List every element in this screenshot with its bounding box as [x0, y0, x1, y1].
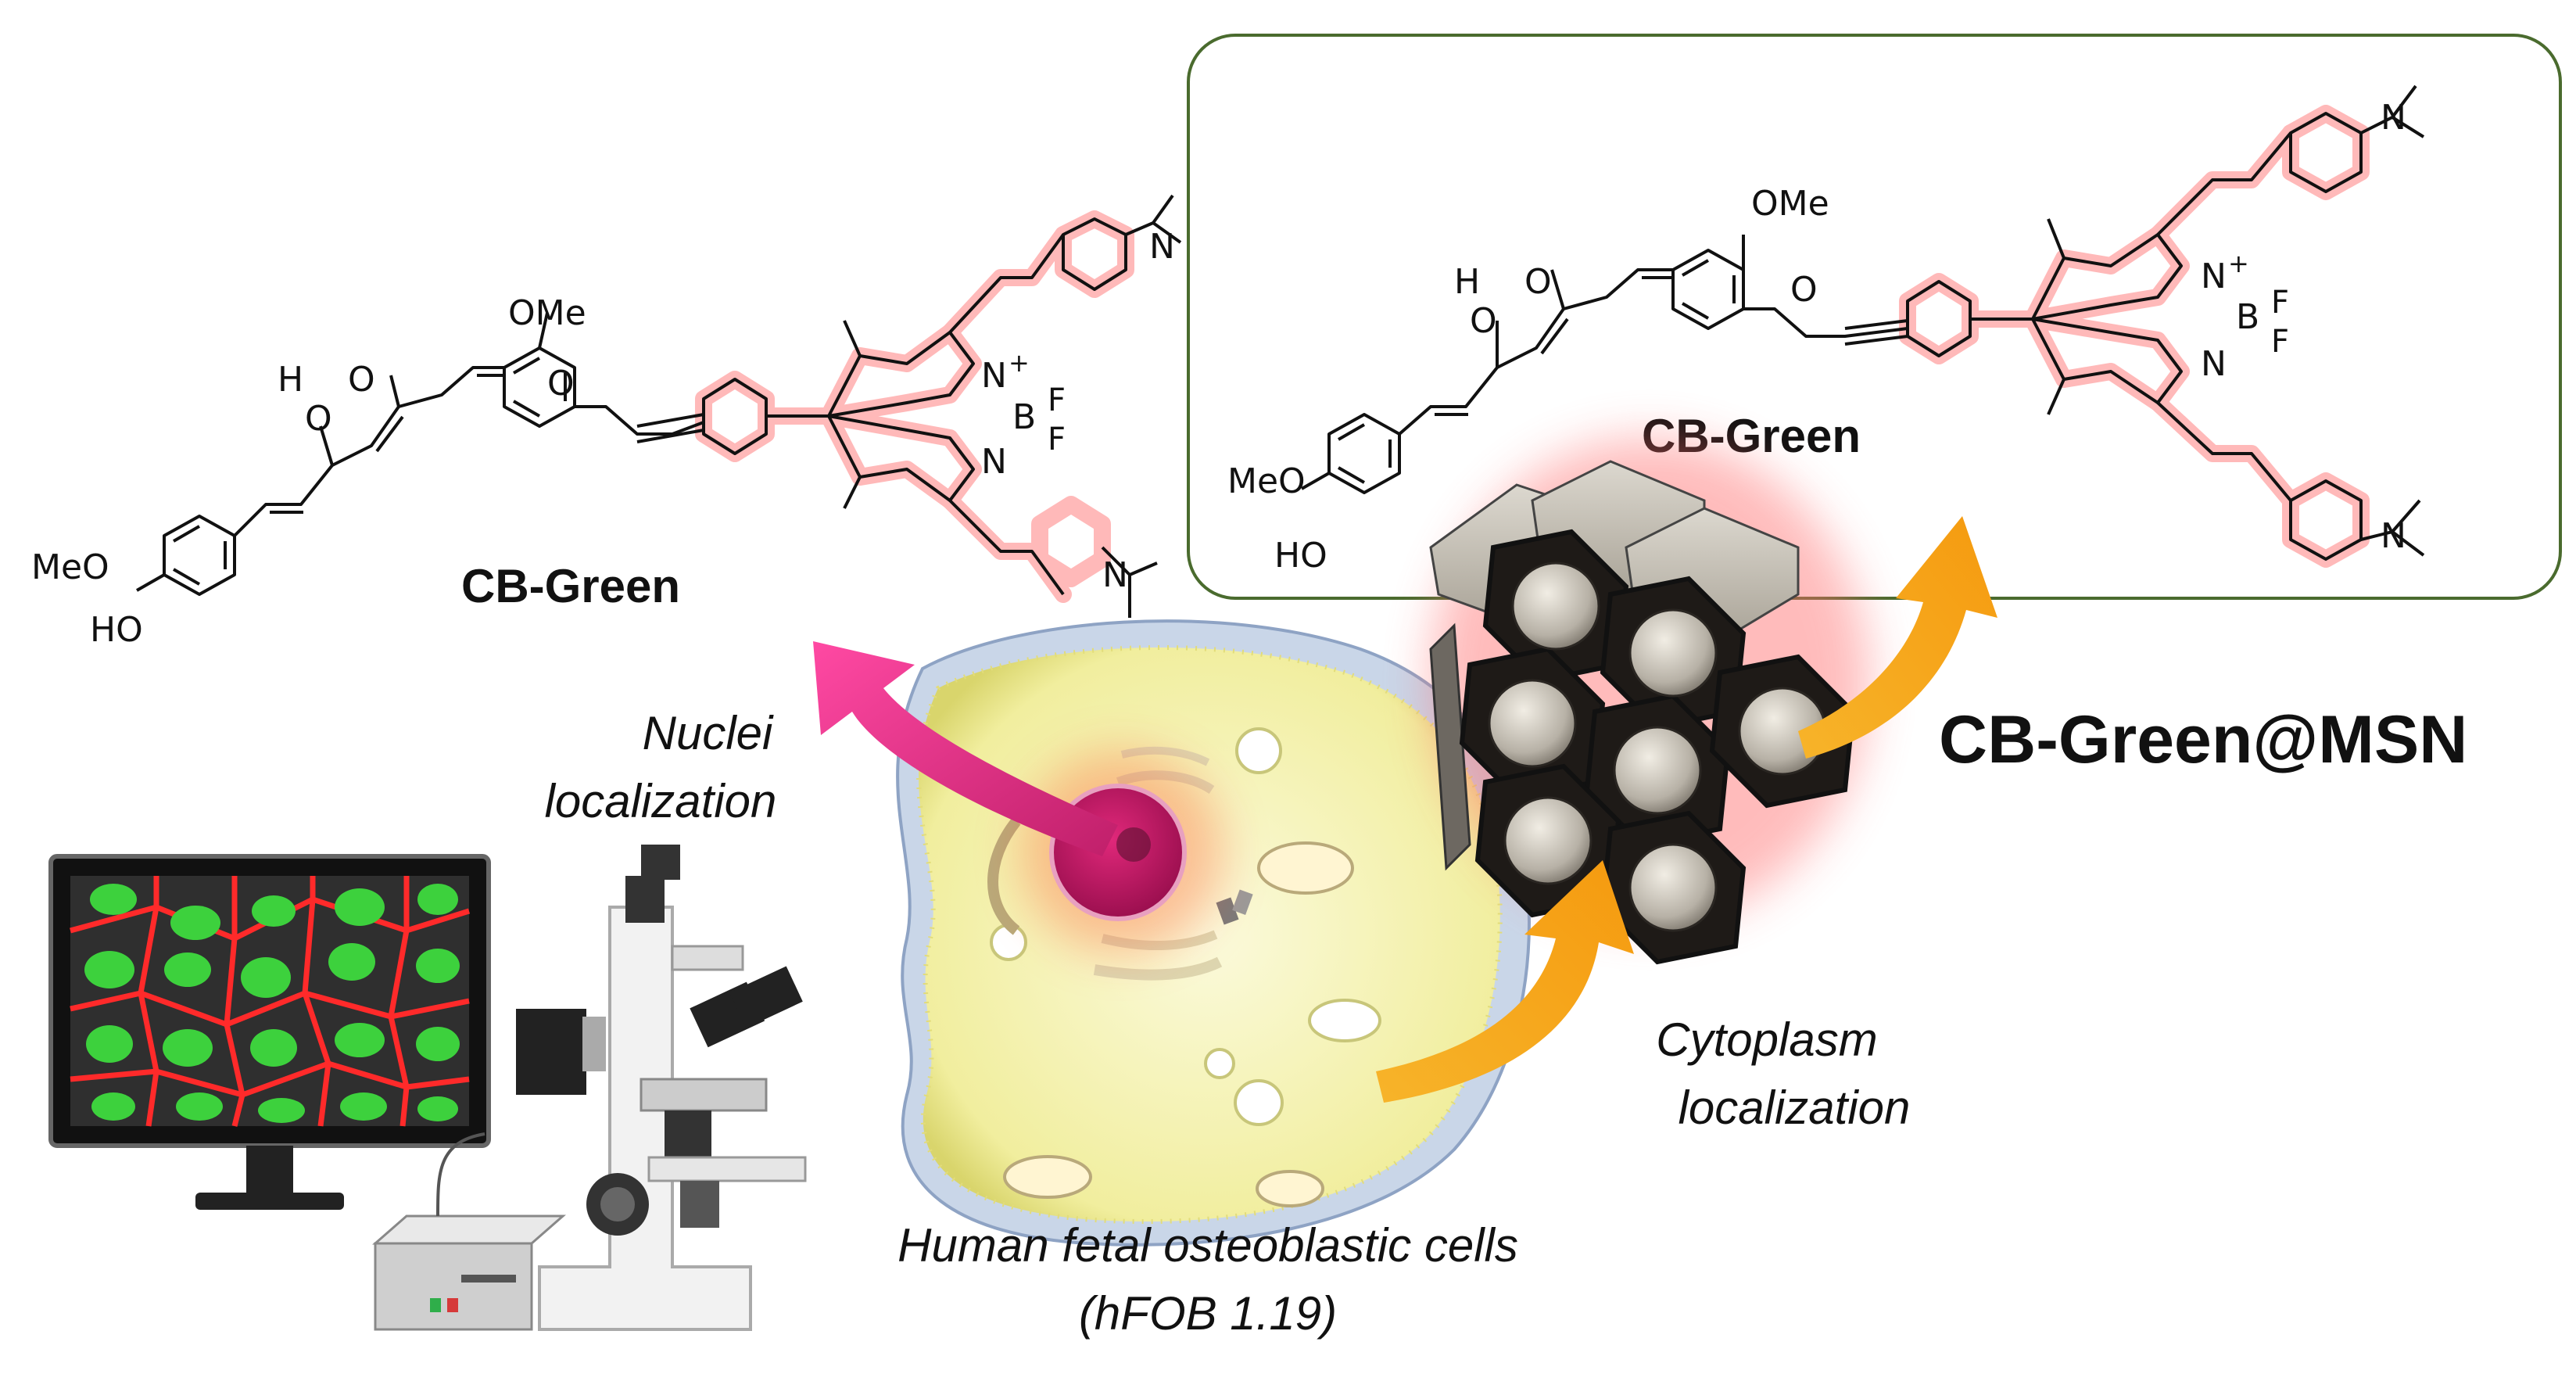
svg-text:O: O: [305, 399, 332, 439]
compound-label-left: CB-Green: [461, 560, 680, 612]
nanoparticle-label: CB-Green@MSN: [1939, 702, 2467, 777]
svg-text:HO: HO: [1274, 536, 1327, 576]
svg-text:O: O: [1524, 262, 1552, 302]
compound-box: [1187, 34, 2562, 600]
svg-text:N: N: [2381, 98, 2406, 138]
svg-text:B: B: [2236, 297, 2259, 337]
svg-text:N: N: [981, 356, 1007, 396]
svg-text:N: N: [1102, 555, 1128, 595]
controller-box: [372, 1132, 566, 1331]
nuclei-label-line1: Nuclei: [643, 707, 774, 759]
nuclei-label-line2: localization: [545, 775, 777, 827]
svg-text:N: N: [2201, 257, 2227, 296]
microscope: [516, 845, 807, 1331]
nuclei-arrow: [813, 641, 1118, 856]
cells-label-line2: (hFOB 1.19): [1079, 1287, 1337, 1340]
svg-text:+: +: [1009, 348, 1030, 378]
cells-label-line1: Human fetal osteoblastic cells: [897, 1219, 1518, 1272]
svg-text:F: F: [2271, 324, 2289, 360]
svg-text:F: F: [2271, 285, 2289, 321]
cytoplasm-arrow: [1376, 860, 1634, 1103]
release-arrow: [1798, 516, 1997, 759]
svg-text:HO: HO: [90, 610, 143, 650]
svg-text:N: N: [981, 442, 1007, 482]
msn-pores: [1488, 561, 1827, 932]
svg-text:OMe: OMe: [1751, 184, 1829, 224]
svg-text:O: O: [547, 364, 575, 404]
structure-right: [1301, 84, 2425, 561]
svg-text:MeO: MeO: [31, 547, 109, 587]
msn-hex-front: [1459, 529, 1856, 965]
atom-labels-right: OMe MeO HO H O O O N + B F F N N N: [1227, 98, 2406, 576]
svg-text:H: H: [278, 360, 303, 400]
svg-text:F: F: [1048, 422, 1066, 457]
cytoplasm-label-line1: Cytoplasm: [1656, 1013, 1877, 1066]
msn-nanoparticle: [1429, 438, 1868, 965]
structure-left: [136, 194, 1182, 618]
cytoplasm-label-line2: localization: [1679, 1082, 1911, 1134]
svg-text:+: +: [2228, 249, 2249, 278]
svg-text:H: H: [1454, 262, 1480, 302]
monitor: [48, 854, 491, 1210]
svg-text:O: O: [1790, 270, 1818, 310]
svg-text:B: B: [1012, 397, 1036, 437]
svg-text:F: F: [1048, 382, 1066, 418]
atom-labels-left: OMe MeO HO H O O O N + B F F N N N: [31, 227, 1175, 650]
svg-text:N: N: [1149, 227, 1175, 267]
svg-text:N: N: [2381, 516, 2406, 556]
svg-text:OMe: OMe: [508, 293, 586, 333]
svg-text:MeO: MeO: [1227, 461, 1306, 501]
svg-text:O: O: [1470, 301, 1497, 341]
svg-text:N: N: [2201, 344, 2227, 384]
svg-text:O: O: [348, 360, 375, 400]
